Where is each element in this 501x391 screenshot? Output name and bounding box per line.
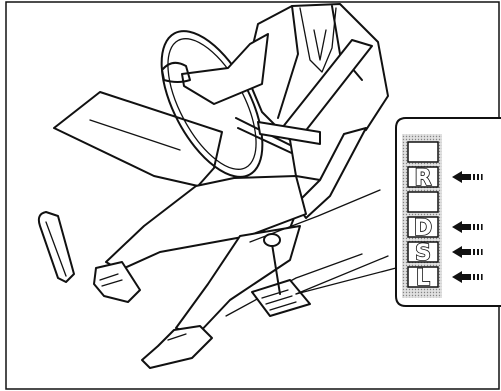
arrow-left-icon: [452, 221, 483, 233]
gear-cell-box: [407, 241, 439, 263]
right-arm: [295, 127, 367, 219]
arrow-left-icon: [452, 246, 483, 258]
accelerator-pedal: [37, 211, 75, 283]
shirt-collar: [299, 7, 337, 73]
shift-knob: [263, 233, 281, 247]
gear-position-blank-2: [407, 191, 439, 213]
gear-letter: S: [415, 241, 431, 266]
shift-gate: [251, 279, 311, 317]
floor-line: [225, 253, 363, 317]
arrow-left-icon: [452, 171, 483, 183]
gear-position-l: L: [407, 265, 483, 292]
gear-position-s: S: [407, 240, 483, 267]
gear-cell-box: [407, 216, 439, 238]
gear-position-blank-0: [407, 141, 439, 163]
gear-letter: R: [415, 166, 432, 191]
right-shoe: [141, 325, 213, 369]
left-hand: [161, 61, 191, 83]
gear-position-r: R: [407, 165, 483, 192]
necktie: [313, 29, 327, 61]
gear-cell-box: [407, 141, 439, 163]
right-leg: [175, 225, 301, 337]
gear-position-d: D: [407, 215, 483, 242]
seat-back: [53, 91, 223, 187]
gear-cell-box: [407, 166, 439, 188]
gear-letter: L: [416, 266, 430, 291]
callout-leader: [295, 267, 397, 295]
left-arm: [181, 33, 269, 105]
left-leg: [105, 175, 307, 271]
arrow-left-icon: [452, 271, 483, 283]
gear-letter: D: [414, 216, 432, 241]
gear-cell-box: [407, 191, 439, 213]
shift-lever: [271, 243, 281, 295]
gear-cell-box: [407, 266, 439, 288]
